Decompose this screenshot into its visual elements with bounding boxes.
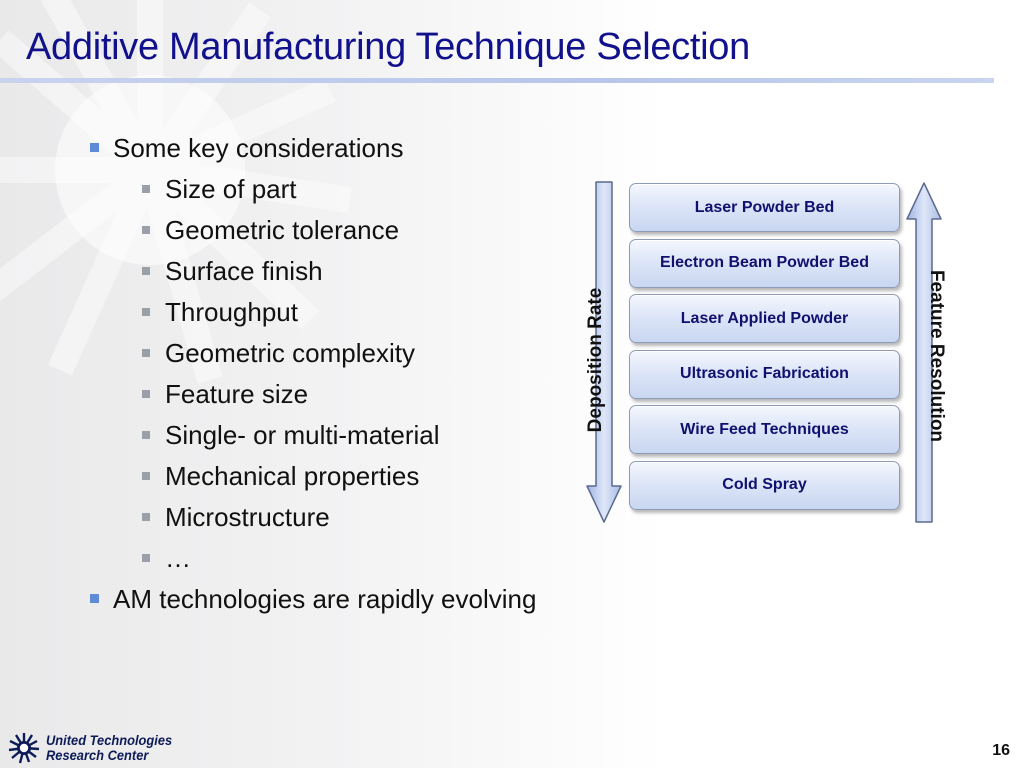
bullet-text: AM technologies are rapidly evolving bbox=[113, 584, 537, 614]
sub-bullet-item: Geometric tolerance bbox=[141, 210, 536, 251]
sub-bullet-item: Size of part bbox=[141, 169, 536, 210]
technique-box-laser-powder-bed: Laser Powder Bed bbox=[629, 183, 900, 232]
square-bullet-icon bbox=[142, 431, 150, 439]
sub-bullet-text: Single- or multi-material bbox=[165, 420, 440, 450]
sub-bullet-text: Feature size bbox=[165, 379, 309, 409]
square-bullet-icon bbox=[142, 226, 150, 234]
square-bullet-icon bbox=[142, 185, 150, 193]
square-bullet-icon bbox=[142, 267, 150, 275]
sub-bullet-item: Surface finish bbox=[141, 251, 536, 292]
sub-bullet-item: Throughput bbox=[141, 292, 536, 333]
sub-bullet-text: Microstructure bbox=[165, 502, 330, 532]
am-technique-diagram: Deposition Rate Feature Resolution Laser… bbox=[580, 180, 950, 525]
bullet-list: Some key considerations Size of part Geo… bbox=[90, 128, 536, 620]
technique-box-ultrasonic-fabrication: Ultrasonic Fabrication bbox=[629, 349, 900, 399]
technique-box-laser-applied-powder: Laser Applied Powder bbox=[629, 294, 900, 344]
logo-wordmark: United Technologies Research Center bbox=[46, 733, 172, 763]
logo-line-1: United Technologies bbox=[46, 732, 173, 748]
sub-bullet-item: … bbox=[141, 538, 536, 579]
square-bullet-icon bbox=[142, 513, 150, 521]
sub-bullet-text: Geometric tolerance bbox=[165, 215, 400, 245]
technique-box-electron-beam-powder-bed: Electron Beam Powder Bed bbox=[629, 238, 900, 288]
square-bullet-icon bbox=[142, 308, 150, 316]
sub-bullet-item: Microstructure bbox=[141, 497, 536, 538]
square-bullet-icon bbox=[142, 472, 150, 480]
square-bullet-icon bbox=[142, 554, 150, 562]
utc-logo-icon bbox=[8, 733, 40, 764]
sub-bullet-item: Feature size bbox=[141, 374, 536, 415]
slide-title: Additive Manufacturing Technique Selecti… bbox=[26, 26, 750, 68]
technique-stack: Laser Powder Bed Electron Beam Powder Be… bbox=[629, 183, 900, 517]
technique-box-wire-feed-techniques: Wire Feed Techniques bbox=[629, 405, 900, 455]
square-bullet-icon bbox=[90, 143, 99, 152]
sub-bullet-text: … bbox=[165, 543, 191, 573]
deposition-rate-down-arrow-icon bbox=[586, 181, 622, 523]
square-bullet-icon bbox=[90, 594, 99, 603]
technique-box-cold-spray: Cold Spray bbox=[629, 460, 900, 510]
title-underline-rule bbox=[0, 78, 994, 83]
logo-line-2: Research Center bbox=[46, 747, 149, 763]
utc-research-center-logo: United Technologies Research Center bbox=[8, 732, 183, 764]
sub-bullet-text: Surface finish bbox=[165, 256, 323, 286]
sub-bullet-item: Single- or multi-material bbox=[141, 415, 536, 456]
page-number: 16 bbox=[992, 742, 1010, 759]
sub-bullet-text: Size of part bbox=[165, 174, 297, 204]
feature-resolution-label: Feature Resolution bbox=[926, 269, 947, 443]
square-bullet-icon bbox=[142, 349, 150, 357]
bullet-item: Some key considerations bbox=[90, 128, 536, 169]
bullet-text: Some key considerations bbox=[113, 133, 404, 163]
deposition-rate-label: Deposition Rate bbox=[585, 287, 606, 433]
bullet-item: AM technologies are rapidly evolving bbox=[90, 579, 536, 620]
square-bullet-icon bbox=[142, 390, 150, 398]
sub-bullet-item: Mechanical properties bbox=[141, 456, 536, 497]
sub-bullet-text: Mechanical properties bbox=[165, 461, 420, 491]
sub-bullet-item: Geometric complexity bbox=[141, 333, 536, 374]
sub-bullet-text: Geometric complexity bbox=[165, 338, 415, 368]
feature-resolution-up-arrow-icon bbox=[906, 182, 942, 523]
sub-bullet-text: Throughput bbox=[165, 297, 298, 327]
